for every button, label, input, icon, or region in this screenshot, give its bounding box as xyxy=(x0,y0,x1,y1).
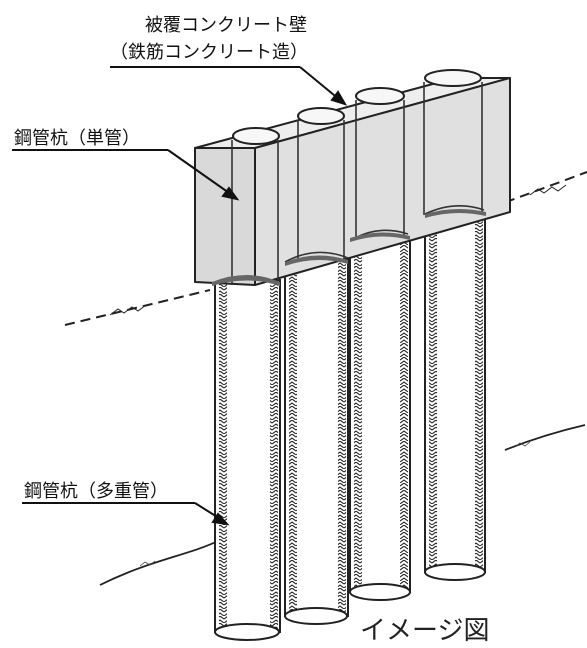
image-caption: イメージ図 xyxy=(360,616,490,646)
wall-label-subtitle: （鉄筋コンクリート造） xyxy=(110,42,308,63)
leader-lines xyxy=(12,66,348,526)
steel-pile-2 xyxy=(284,257,349,625)
lower-ground-line xyxy=(99,424,586,586)
concrete-wall xyxy=(194,69,511,286)
steel-pile-3 xyxy=(349,231,411,601)
steel-pile-4 xyxy=(424,211,486,581)
steel-pile-1 xyxy=(214,279,281,641)
single-pipe-pile-label: 鋼管杭（単管） xyxy=(14,128,140,149)
multi-pipe-pile-label: 鋼管杭（多重管） xyxy=(24,481,168,502)
wall-label-title: 被覆コンクリート壁 xyxy=(145,15,307,36)
steel-pipe-piles xyxy=(214,211,486,641)
